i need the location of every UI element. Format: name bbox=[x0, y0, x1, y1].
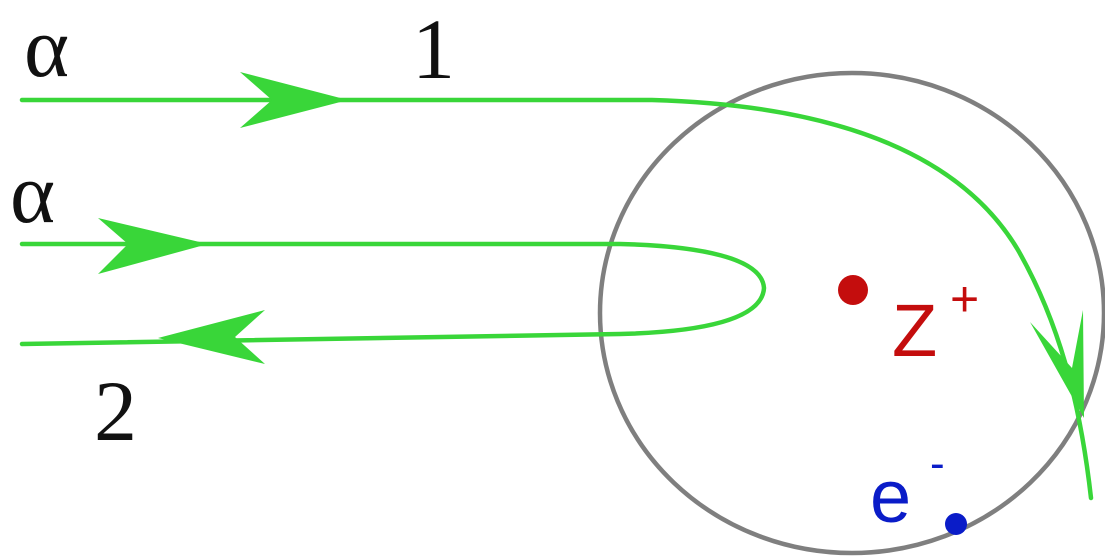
trajectory-2-path bbox=[19, 241, 767, 347]
atom-boundary bbox=[597, 70, 1105, 556]
trajectory-2-arrow-returning bbox=[158, 310, 265, 364]
electron-charge-label: - bbox=[930, 439, 945, 488]
electron-dot bbox=[945, 513, 967, 535]
trajectory-2-label: 2 bbox=[94, 363, 137, 459]
nucleus-label: Z bbox=[892, 289, 937, 372]
trajectory-1-arrow-incoming bbox=[240, 72, 348, 128]
trajectory-1-arrow-deflected bbox=[1030, 310, 1084, 418]
trajectory-2-arrow-incoming bbox=[98, 218, 208, 274]
trajectory-1-label: 1 bbox=[412, 1, 455, 97]
alpha-label-2: α bbox=[10, 145, 55, 241]
alpha-label-1: α bbox=[24, 0, 69, 95]
nucleus-charge-label: + bbox=[950, 271, 979, 327]
nucleus-dot bbox=[838, 275, 868, 305]
electron-label: e bbox=[870, 455, 911, 538]
